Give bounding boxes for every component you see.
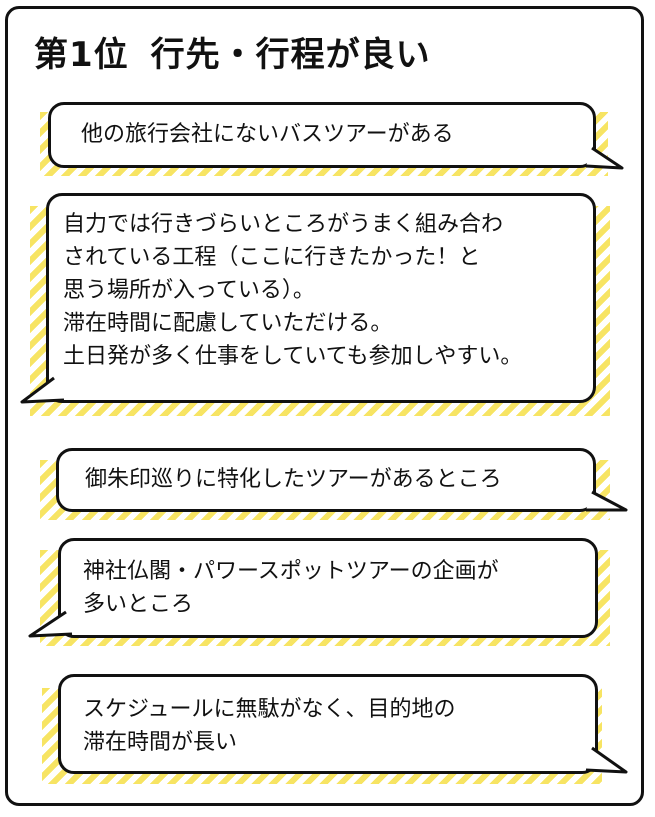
- comment-bubble-1: 他の旅行会社にないバスツアーがある: [48, 102, 596, 168]
- comment-text-3: 御朱印巡りに特化したツアーがあるところ: [85, 467, 502, 492]
- comment-text-5: スケジュールに無駄がなく、目的地の 滞在時間が長い: [83, 697, 456, 755]
- comment-bubble-5: スケジュールに無駄がなく、目的地の 滞在時間が長い: [58, 674, 598, 774]
- rank-label: 第1位: [34, 35, 129, 75]
- comment-text-2: 自力では行きづらいところがうまく組み合わ されている工程（ここに行きたかった！と…: [63, 212, 523, 369]
- comment-bubble-2: 自力では行きづらいところがうまく組み合わ されている工程（ここに行きたかった！と…: [46, 193, 596, 403]
- comment-text-4: 神社仏閣・パワースポットツアーの企画が 多いところ: [83, 559, 499, 617]
- comment-bubble-4: 神社仏閣・パワースポットツアーの企画が 多いところ: [58, 538, 598, 638]
- comment-text-1: 他の旅行会社にないバスツアーがある: [81, 122, 454, 147]
- title-heading: 行先・行程が良い: [150, 35, 431, 75]
- comment-bubble-3: 御朱印巡りに特化したツアーがあるところ: [56, 448, 596, 512]
- page-title: 第1位行先・行程が良い: [34, 34, 431, 76]
